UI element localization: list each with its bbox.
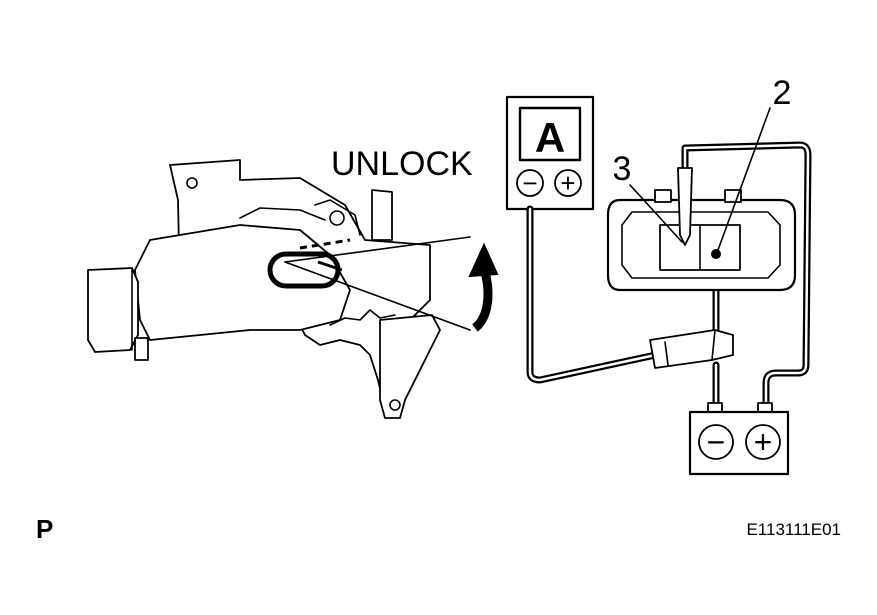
meter-unit-label: A: [535, 114, 565, 161]
inline-connector: [649, 329, 734, 369]
curved-arrow-up-icon: [468, 242, 499, 332]
motor-connector: [606, 167, 797, 292]
figure-id: E113111E01: [746, 520, 841, 539]
battery-minus-symbol: −: [707, 424, 726, 460]
callout-3: 3: [613, 150, 683, 243]
meter-minus-symbol: −: [522, 168, 537, 198]
wiring: [526, 141, 812, 414]
meter-plus-symbol: +: [560, 168, 575, 198]
callout-2-label: 2: [773, 74, 792, 112]
callout-2: 2: [717, 74, 792, 251]
ammeter-icon: A − +: [505, 95, 595, 211]
battery-plus-symbol: +: [754, 424, 773, 460]
unlock-label: UNLOCK: [331, 145, 473, 183]
battery-icon: − +: [688, 402, 790, 476]
door-lock-mechanism: [87, 159, 471, 419]
corner-code: P: [36, 514, 53, 544]
callout-3-label: 3: [613, 150, 632, 188]
